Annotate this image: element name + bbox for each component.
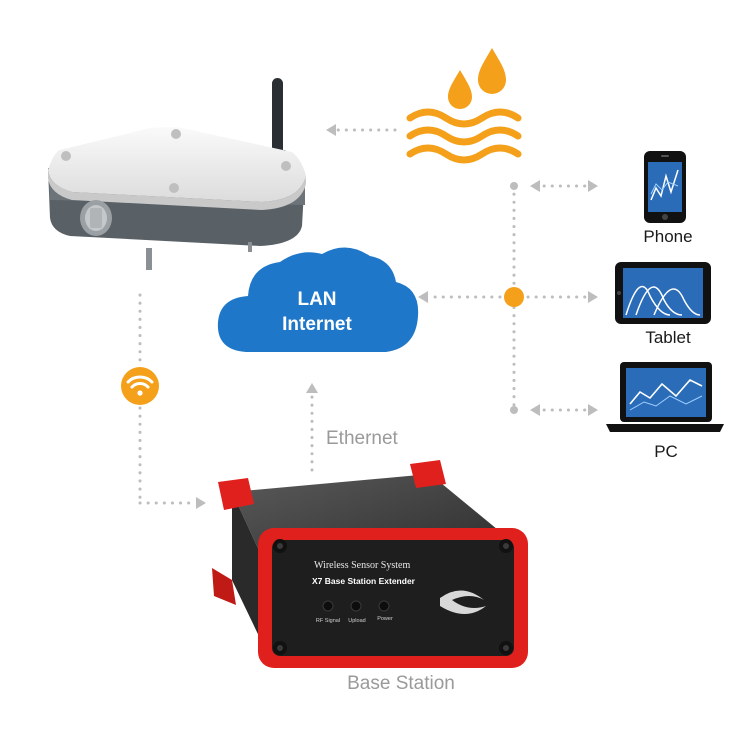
pc-label: PC (654, 442, 678, 461)
tablet-icon (615, 262, 711, 324)
tablet-label: Tablet (645, 328, 691, 347)
ethernet-label: Ethernet (326, 428, 399, 449)
led-label-upload: Upload (348, 618, 365, 624)
phone-icon (644, 151, 686, 223)
sensor-device (48, 78, 306, 270)
base-station-device (212, 460, 528, 668)
hub-node (504, 287, 524, 307)
phone-label: Phone (643, 227, 692, 246)
cloud-icon (217, 247, 419, 352)
panel-title: Wireless Sensor System (314, 560, 410, 571)
wifi-icon (121, 367, 159, 405)
cloud-label-lan: LAN (297, 289, 336, 310)
cloud-label-internet: Internet (282, 314, 352, 335)
laptop-icon (606, 362, 724, 432)
panel-subtitle: X7 Base Station Extender (312, 576, 416, 586)
water-drops-icon (406, 48, 522, 164)
led-label-power: Power (377, 616, 393, 622)
connector-lines (138, 124, 598, 509)
base-station-label: Base Station (347, 673, 455, 694)
led-label-rf: RF Signal (316, 618, 340, 624)
